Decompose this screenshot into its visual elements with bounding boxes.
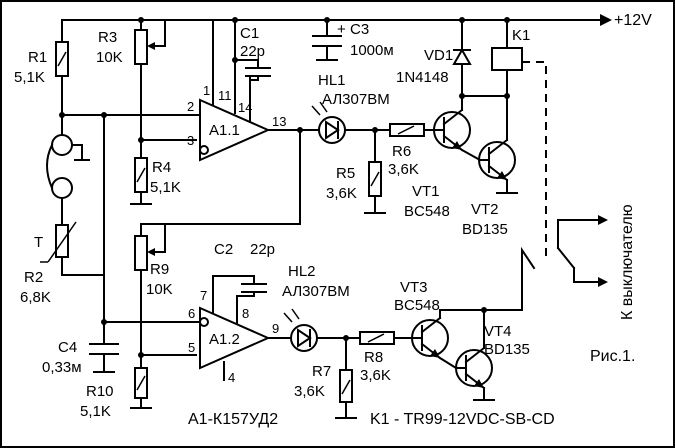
r6-ref: R6 xyxy=(392,143,411,160)
r9-value: 10K xyxy=(146,281,173,298)
transistor-vt2 xyxy=(478,95,518,194)
r8-value: 3,6K xyxy=(360,367,391,384)
a1-2-pin6: 6 xyxy=(188,306,195,321)
r1-value: 5,1K xyxy=(14,69,45,86)
r4-value: 5,1K xyxy=(150,179,181,196)
a1-1-pin2: 2 xyxy=(187,99,194,114)
c2-value: 22p xyxy=(250,241,275,258)
a1-2-pin5: 5 xyxy=(188,340,195,355)
vd1-value: 1N4148 xyxy=(396,69,449,86)
r3-value: 10K xyxy=(96,49,123,66)
r9-ref: R9 xyxy=(150,261,169,278)
k1-ref: K1 xyxy=(512,27,530,44)
c3-ref: C3 xyxy=(350,21,369,38)
a1-1-pin3: 3 xyxy=(187,133,194,148)
a1-2-ref: A1.2 xyxy=(209,331,240,348)
r5-value: 3,6K xyxy=(326,185,357,202)
a1-1-pin1: 1 xyxy=(203,83,210,98)
resistor-r8 xyxy=(359,331,411,345)
c1-ref: C1 xyxy=(240,25,259,42)
r7-value: 3,6K xyxy=(294,383,325,400)
relay-k1-coil xyxy=(491,19,523,97)
vt4-ref: VT4 xyxy=(484,323,512,340)
capacitor-c2 xyxy=(212,275,267,297)
hl1-ref: HL1 xyxy=(318,72,346,89)
a1-2-pin9: 9 xyxy=(272,321,279,336)
capacitor-c3 xyxy=(312,19,342,61)
c2-ref: C2 xyxy=(214,241,233,258)
a1-2-pin8: 8 xyxy=(242,306,249,321)
transistor-vt4 xyxy=(455,309,495,401)
hl2-ref: HL2 xyxy=(288,263,316,280)
c3-value: 1000м xyxy=(350,42,394,59)
vt3-ref: VT3 xyxy=(400,279,428,296)
relay-k1-contacts xyxy=(521,215,608,311)
r6-value: 3,6K xyxy=(388,161,419,178)
r2-ref: R2 xyxy=(24,269,43,286)
relay-type-note: K1 - TR99-12VDC-SB-CD xyxy=(370,411,555,428)
output-label: К выключателю xyxy=(619,204,636,320)
c1-value: 22p xyxy=(240,43,265,60)
a1-2-pin4: 4 xyxy=(228,370,235,385)
capacitor-c1 xyxy=(232,57,271,81)
a1-1-pin13: 13 xyxy=(272,114,286,129)
figure-label: Рис.1. xyxy=(590,348,635,365)
supply-label: +12V xyxy=(614,12,652,29)
r10-ref: R10 xyxy=(86,383,114,400)
r10-value: 5,1K xyxy=(80,403,111,420)
transistor-vt3 xyxy=(409,309,458,370)
diode-vd1 xyxy=(452,19,510,99)
resistor-r5 xyxy=(364,129,386,214)
opamp-a1-2 xyxy=(199,275,291,381)
r5-ref: R5 xyxy=(336,165,355,182)
r1-ref: R1 xyxy=(28,49,47,66)
capacitor-c4 xyxy=(89,321,119,373)
a1-1-pin11: 11 xyxy=(218,88,232,103)
a1-1-ref: A1.1 xyxy=(209,122,240,139)
opamp-a1-1 xyxy=(199,19,301,162)
resistor-r10 xyxy=(130,354,152,409)
resistor-r7 xyxy=(335,337,357,419)
vt4-value: BD135 xyxy=(484,341,530,358)
potentiometer-r3 xyxy=(134,19,166,143)
thermistor-r2 xyxy=(40,221,105,276)
vd1-ref: VD1 xyxy=(424,47,453,64)
r3-ref: R3 xyxy=(98,29,117,46)
vt2-ref: VT2 xyxy=(471,201,499,218)
vt2-value: BD135 xyxy=(462,221,508,238)
led-hl2 xyxy=(283,308,361,352)
vt3-value: BC548 xyxy=(394,297,440,314)
hl1-value: АЛ307ВМ xyxy=(322,91,390,108)
r2-t-label: T xyxy=(34,234,43,251)
vt1-ref: VT1 xyxy=(412,183,440,200)
resistor-r6 xyxy=(389,123,433,137)
c4-ref: C4 xyxy=(58,339,77,356)
resistor-r1 xyxy=(55,19,69,116)
a1-2-pin7: 7 xyxy=(200,288,207,303)
c4-value: 0,33м xyxy=(42,359,82,376)
r7-ref: R7 xyxy=(312,363,331,380)
hl2-value: АЛ307ВМ xyxy=(282,283,350,300)
a1-1-pin14: 14 xyxy=(238,100,252,115)
r4-ref: R4 xyxy=(152,159,171,176)
resistor-r4 xyxy=(130,139,152,205)
r8-ref: R8 xyxy=(364,349,383,366)
r2-value: 6,8K xyxy=(20,289,51,306)
transistor-vt1 xyxy=(431,95,482,162)
opamp-type-note: A1-К157УД2 xyxy=(188,411,278,428)
vt1-value: BC548 xyxy=(404,203,450,220)
led-hl1 xyxy=(299,101,391,144)
sensor-connector xyxy=(46,114,90,226)
c3-polarity: + xyxy=(337,21,346,38)
relay-link xyxy=(522,61,547,258)
